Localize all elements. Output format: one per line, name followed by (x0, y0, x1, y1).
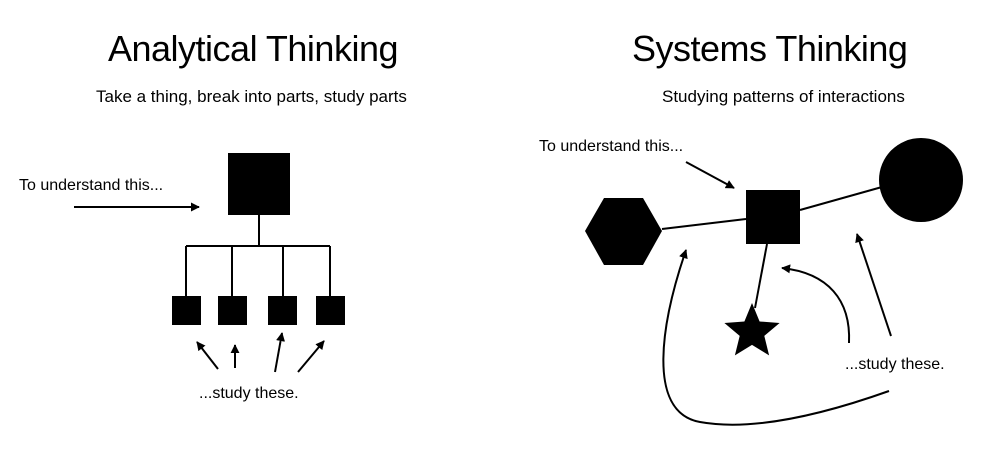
systems-title: Systems Thinking (632, 28, 908, 69)
link-hexagon-square (661, 218, 747, 230)
target-arrow (685, 161, 735, 189)
part-square-2 (218, 296, 247, 325)
link-square-circle (799, 186, 883, 211)
systems-subtitle: Studying patterns of interactions (662, 87, 905, 106)
star-link-arrow (781, 264, 851, 344)
part-arrow-3 (274, 332, 285, 373)
systems-parts-label: ...study these. (845, 356, 945, 373)
hexagon-node (585, 198, 662, 265)
circle-node (879, 138, 963, 222)
part-square-3 (268, 296, 297, 325)
part-arrow-4 (297, 340, 325, 373)
star-node (724, 303, 780, 356)
analytical-subtitle: Take a thing, break into parts, study pa… (96, 87, 407, 106)
circle-arrow (855, 233, 892, 337)
analytical-target-label: To understand this... (19, 177, 164, 194)
part-square-4 (316, 296, 345, 325)
systems-diagram (585, 138, 963, 426)
part-arrow-1 (196, 341, 219, 370)
analytical-title: Analytical Thinking (108, 28, 399, 69)
analytical-parts-label: ...study these. (199, 385, 299, 402)
link-square-star (754, 243, 768, 309)
whole-square (228, 153, 290, 215)
hexagon-link-arrow (662, 249, 890, 426)
systems-target-label: To understand this... (539, 138, 684, 155)
system-square-node (746, 190, 800, 244)
part-square-1 (172, 296, 201, 325)
analytical-diagram (74, 153, 345, 373)
